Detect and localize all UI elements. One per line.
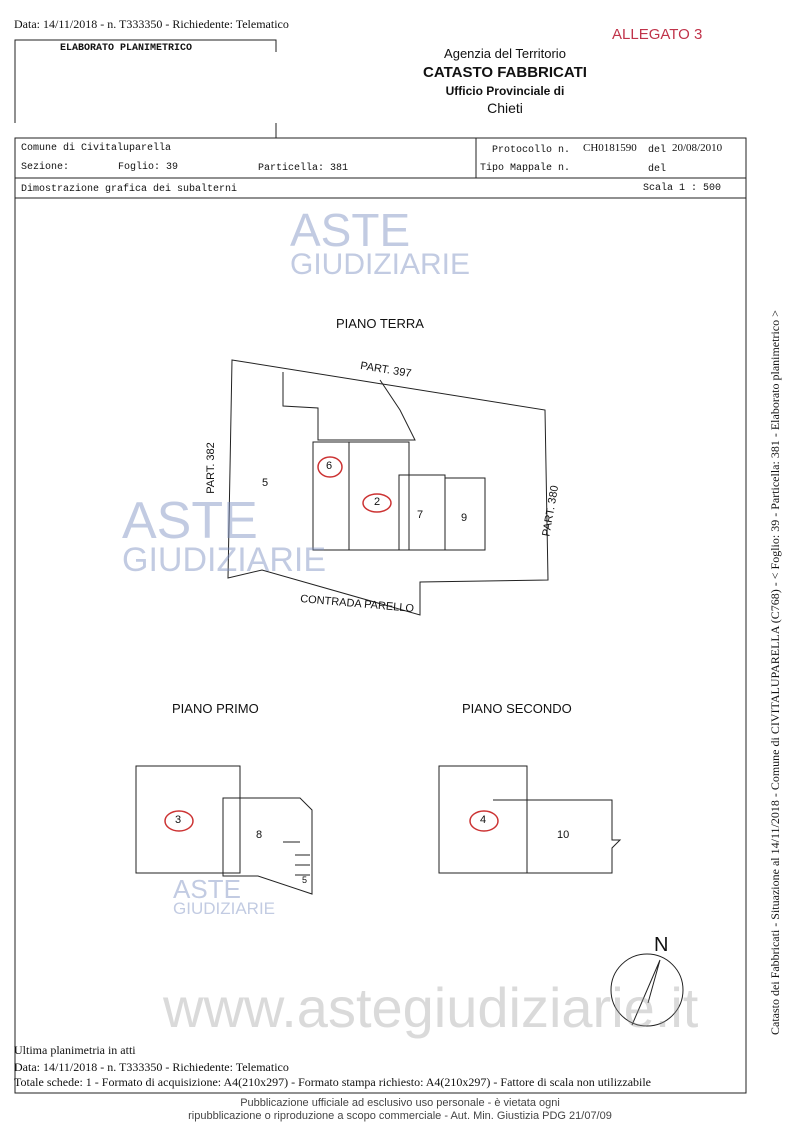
ultima-planimetria: Ultima planimetria in atti (14, 1043, 136, 1057)
piano-secondo-label: PIANO SECONDO (462, 701, 572, 716)
wm-aste: ASTE (290, 204, 411, 256)
piano-terra-label: PIANO TERRA (336, 316, 424, 331)
foglio: Foglio: 39 (118, 162, 179, 173)
allegato-label: ALLEGATO 3 (612, 26, 703, 43)
protocollo-date: 20/08/2010 (672, 142, 723, 154)
unit-4: 4 (480, 814, 487, 826)
protocollo: CH0181590 (583, 142, 637, 154)
piano-secondo-plan (438, 765, 622, 874)
top-line: Data: 14/11/2018 - n. T333350 - Richiede… (14, 17, 289, 31)
sezione: Sezione: (21, 162, 70, 173)
wm-giudiziarie: GIUDIZIARIE (290, 248, 471, 282)
unit-5: 5 (262, 477, 269, 489)
north-label: N (654, 934, 669, 956)
unit-6: 6 (326, 460, 333, 472)
piano-primo-plan (135, 765, 313, 895)
unit-highlights (164, 456, 499, 832)
piano-terra-plan (227, 359, 549, 616)
unit-5-stair: 5 (302, 875, 308, 885)
side-text: Catasto dei Fabbricati - Situazione al 1… (768, 310, 782, 1035)
del-2: del (648, 164, 667, 175)
agency-header: Agenzia del Territorio CATASTO FABBRICAT… (380, 45, 630, 118)
tipo-mappale: Tipo Mappale n. (480, 163, 571, 174)
protocollo-label: Protocollo n. (492, 145, 571, 156)
unit-8: 8 (256, 829, 263, 841)
footer-totale: Totale schede: 1 - Formato di acquisizio… (14, 1075, 652, 1089)
notice-1: Pubblicazione ufficiale ad esclusivo uso… (240, 1097, 560, 1109)
ufficio: Ufficio Provinciale di (445, 83, 565, 98)
dimostrazione: Dimostrazione grafica dei subalterni (21, 184, 238, 195)
unit-9: 9 (461, 512, 468, 524)
part-382: PART. 382 (204, 442, 217, 494)
city: Chieti (487, 99, 523, 116)
notice-2: ripubblicazione o riproduzione a scopo c… (188, 1110, 612, 1122)
header-box (14, 39, 277, 138)
catasto: CATASTO FABBRICATI (423, 63, 587, 81)
del-1: del (648, 145, 667, 156)
piano-primo-label: PIANO PRIMO (172, 701, 259, 716)
page-frame (14, 137, 747, 1094)
unit-3: 3 (175, 814, 182, 826)
north-arrow-icon (610, 953, 684, 1027)
unit-7: 7 (417, 509, 424, 521)
box-title: ELABORATO PLANIMETRICO (60, 43, 193, 54)
comune: Comune di Civitaluparella (21, 143, 172, 154)
unit-2: 2 (374, 496, 381, 508)
particella: Particella: 381 (258, 163, 349, 174)
unit-10: 10 (557, 829, 570, 841)
watermark-url: www.astegiudiziarie.it (163, 976, 699, 1039)
scala: Scala 1 : 500 (643, 183, 722, 194)
watermark-notice: Pubblicazione ufficiale ad esclusivo uso… (0, 1097, 800, 1123)
agency: Agenzia del Territorio (444, 46, 566, 61)
footer-data: Data: 14/11/2018 - n. T333350 - Richiede… (14, 1060, 289, 1074)
